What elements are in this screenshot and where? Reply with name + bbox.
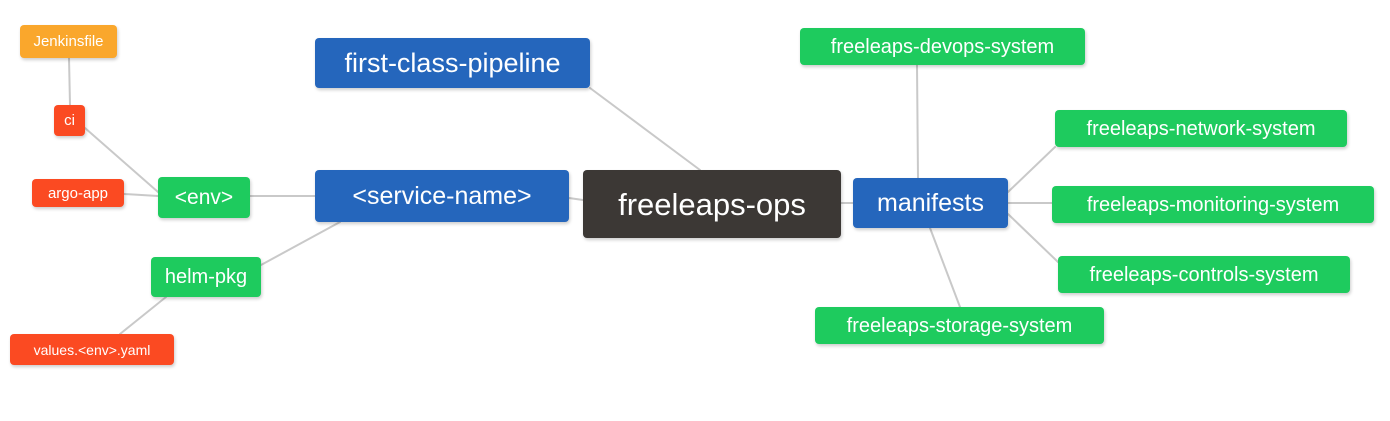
edge-valuesyaml-to-helm xyxy=(119,296,167,335)
mindmap-node-service[interactable]: <service-name> xyxy=(315,170,569,222)
mindmap-node-manifests[interactable]: manifests xyxy=(853,178,1008,228)
edge-manifests-to-network xyxy=(1007,146,1056,193)
mindmap-node-root[interactable]: freeleaps-ops xyxy=(583,170,841,238)
edge-service-to-root xyxy=(568,197,584,201)
mindmap-node-valuesyaml[interactable]: values.<env>.yaml xyxy=(10,334,174,365)
mindmap-node-label-monitoring: freeleaps-monitoring-system xyxy=(1086,193,1340,216)
mindmap-node-label-root: freeleaps-ops xyxy=(618,186,806,222)
mindmap-node-label-controls: freeleaps-controls-system xyxy=(1089,263,1319,286)
edge-manifests-to-storage xyxy=(929,227,961,308)
mindmap-node-argoapp[interactable]: argo-app xyxy=(32,179,124,207)
mindmap-node-network[interactable]: freeleaps-network-system xyxy=(1055,110,1347,147)
mindmap-node-label-valuesyaml: values.<env>.yaml xyxy=(33,341,151,358)
mindmap-node-env[interactable]: <env> xyxy=(158,177,250,218)
mindmap-node-controls[interactable]: freeleaps-controls-system xyxy=(1058,256,1350,293)
mindmap-node-label-env: <env> xyxy=(174,186,234,209)
mindmap-node-devops[interactable]: freeleaps-devops-system xyxy=(800,28,1085,65)
mindmap-node-label-helm: helm-pkg xyxy=(164,266,248,288)
mindmap-node-storage[interactable]: freeleaps-storage-system xyxy=(815,307,1104,344)
edge-argoapp-to-env xyxy=(123,193,159,197)
edge-helm-to-service xyxy=(260,221,341,266)
mindmap-node-label-network: freeleaps-network-system xyxy=(1086,117,1316,140)
mindmap-node-label-service: <service-name> xyxy=(352,181,532,210)
mindmap-node-helm[interactable]: helm-pkg xyxy=(151,257,261,297)
edge-manifests-to-controls xyxy=(1007,213,1059,263)
mindmap-node-label-ci: ci xyxy=(64,112,75,129)
edge-manifests-to-devops xyxy=(916,64,919,179)
mindmap-node-label-manifests: manifests xyxy=(877,188,984,217)
mindmap-node-label-devops: freeleaps-devops-system xyxy=(830,35,1055,58)
mindmap-node-label-storage: freeleaps-storage-system xyxy=(846,314,1073,337)
mindmap-node-pipeline[interactable]: first-class-pipeline xyxy=(315,38,590,88)
mindmap-node-monitoring[interactable]: freeleaps-monitoring-system xyxy=(1052,186,1374,223)
mindmap-node-ci[interactable]: ci xyxy=(54,105,85,136)
edge-jenkinsfile-to-ci xyxy=(68,57,71,106)
mindmap-node-label-argoapp: argo-app xyxy=(47,184,109,202)
mindmap-node-jenkinsfile[interactable]: Jenkinsfile xyxy=(20,25,117,58)
mindmap-node-label-pipeline: first-class-pipeline xyxy=(344,47,561,78)
edge-pipeline-to-root xyxy=(589,87,701,171)
mindmap-node-label-jenkinsfile: Jenkinsfile xyxy=(33,33,104,50)
